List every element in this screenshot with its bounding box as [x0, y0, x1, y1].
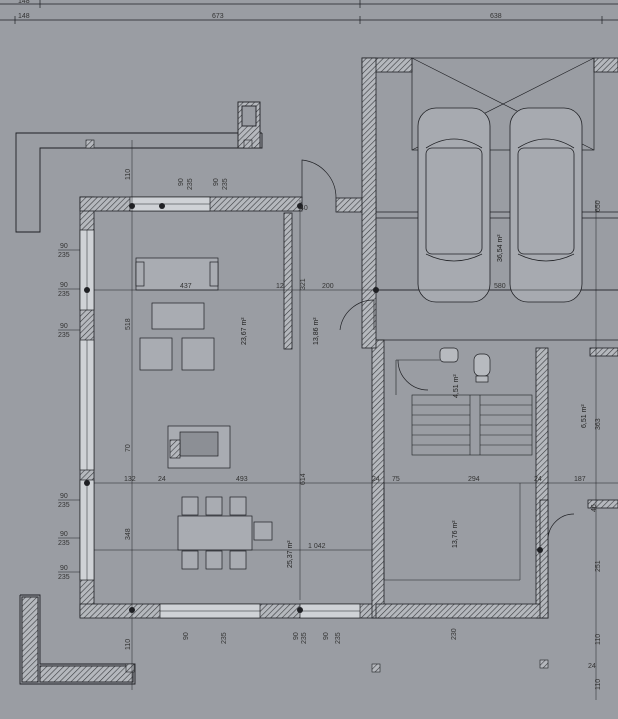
dim-top-right: 638 — [490, 13, 502, 20]
win-c-h: 235 — [58, 332, 70, 339]
window-labels-left — [58, 249, 80, 573]
dim-v-110-right: 110 — [595, 634, 602, 645]
car-right — [509, 107, 583, 303]
armchair-right — [181, 337, 215, 371]
dim-h-75: 75 — [392, 476, 400, 483]
dim-h-132: 132 — [124, 476, 136, 483]
fireplace — [167, 425, 231, 469]
win-c-w: 90 — [60, 323, 68, 330]
bot-dim-110: 110 — [595, 679, 602, 690]
dim-v-614: 614 — [300, 473, 307, 485]
bot-win-w3: 90 — [323, 632, 330, 640]
win-d-h: 235 — [58, 502, 70, 509]
dim-v-110-top: 110 — [125, 169, 132, 180]
bathroom-fixtures — [439, 347, 491, 383]
top-win-h1: 235 — [187, 178, 194, 190]
dimension-chains — [94, 140, 618, 700]
area-garage: 36,54 m² — [497, 234, 504, 262]
area-dining: 25,37 m² — [287, 540, 294, 568]
junction-markers — [84, 203, 543, 613]
dim-h-580: 580 — [494, 283, 506, 290]
dim-h-24b: 24 — [372, 476, 380, 483]
dim-v-251: 251 — [595, 560, 602, 572]
win-a-h: 235 — [58, 252, 70, 259]
terrace-column-2 — [243, 139, 253, 149]
dim-v-70: 70 — [125, 444, 132, 452]
area-right-room: 6,51 m² — [581, 404, 588, 428]
bot-win-h3: 235 — [335, 632, 342, 644]
terrace-column-4 — [371, 663, 381, 673]
terrace-column-3 — [125, 663, 135, 673]
win-e-w: 90 — [60, 531, 68, 538]
dim-h-40: 40 — [300, 205, 308, 212]
win-b-h: 235 — [58, 291, 70, 298]
door-swings — [301, 159, 575, 541]
terrace-column-1 — [85, 139, 95, 149]
win-f-h: 235 — [58, 574, 70, 581]
win-a-w: 90 — [60, 243, 68, 250]
dim-top-mid: 673 — [212, 13, 224, 20]
area-kitchen: 13,76 m² — [452, 520, 459, 548]
dim-v-348: 348 — [125, 528, 132, 540]
win-f-w: 90 — [60, 565, 68, 572]
dim-h-187: 187 — [574, 476, 586, 483]
dim-top-left: 148 — [18, 0, 30, 5]
dim-h-437: 437 — [180, 283, 192, 290]
dim-h-1042: 1 042 — [308, 543, 326, 550]
top-win-h2: 235 — [222, 178, 229, 190]
dim-v-321: 321 — [300, 278, 307, 290]
bot-win-h1: 235 — [221, 632, 228, 644]
dim-v-46: 46 — [591, 504, 598, 512]
dim-h-12: 12 — [276, 283, 284, 290]
dim-h-200: 200 — [322, 283, 334, 290]
window-glass-lines — [86, 203, 360, 612]
bot-win-w2: 90 — [293, 632, 300, 640]
area-living: 23,67 m² — [241, 317, 248, 345]
dim-h-493: 493 — [236, 476, 248, 483]
top-dimension-lines — [0, 0, 618, 24]
win-b-w: 90 — [60, 282, 68, 289]
dim-v-518: 518 — [125, 318, 132, 330]
win-d-w: 90 — [60, 493, 68, 500]
terrace-column-5 — [539, 659, 549, 669]
dim-h-24c: 24 — [534, 476, 542, 483]
stairs — [395, 359, 533, 456]
dim-v-110-bottom: 110 — [125, 639, 132, 650]
dim-h-24a: 24 — [158, 476, 166, 483]
coffee-table — [151, 302, 205, 330]
sofa — [135, 257, 219, 291]
dim-h-294: 294 — [468, 476, 480, 483]
bot-win-w1: 90 — [183, 632, 190, 640]
armchair-left — [139, 337, 173, 371]
dim-v-363: 363 — [595, 418, 602, 430]
dim-v-650: 650 — [595, 200, 602, 212]
car-left — [417, 107, 491, 303]
win-e-h: 235 — [58, 540, 70, 547]
area-bath: 4,51 m² — [453, 374, 460, 398]
bot-dim-24: 24 — [588, 663, 596, 670]
dim-second-left: 148 — [18, 13, 30, 20]
top-win-w1: 90 — [178, 178, 185, 186]
area-hall: 13,86 m² — [313, 317, 320, 345]
bot-win-h2: 235 — [301, 632, 308, 644]
top-win-w2: 90 — [213, 178, 220, 186]
bot-dim-230: 230 — [451, 628, 458, 640]
dining-set — [177, 496, 273, 570]
